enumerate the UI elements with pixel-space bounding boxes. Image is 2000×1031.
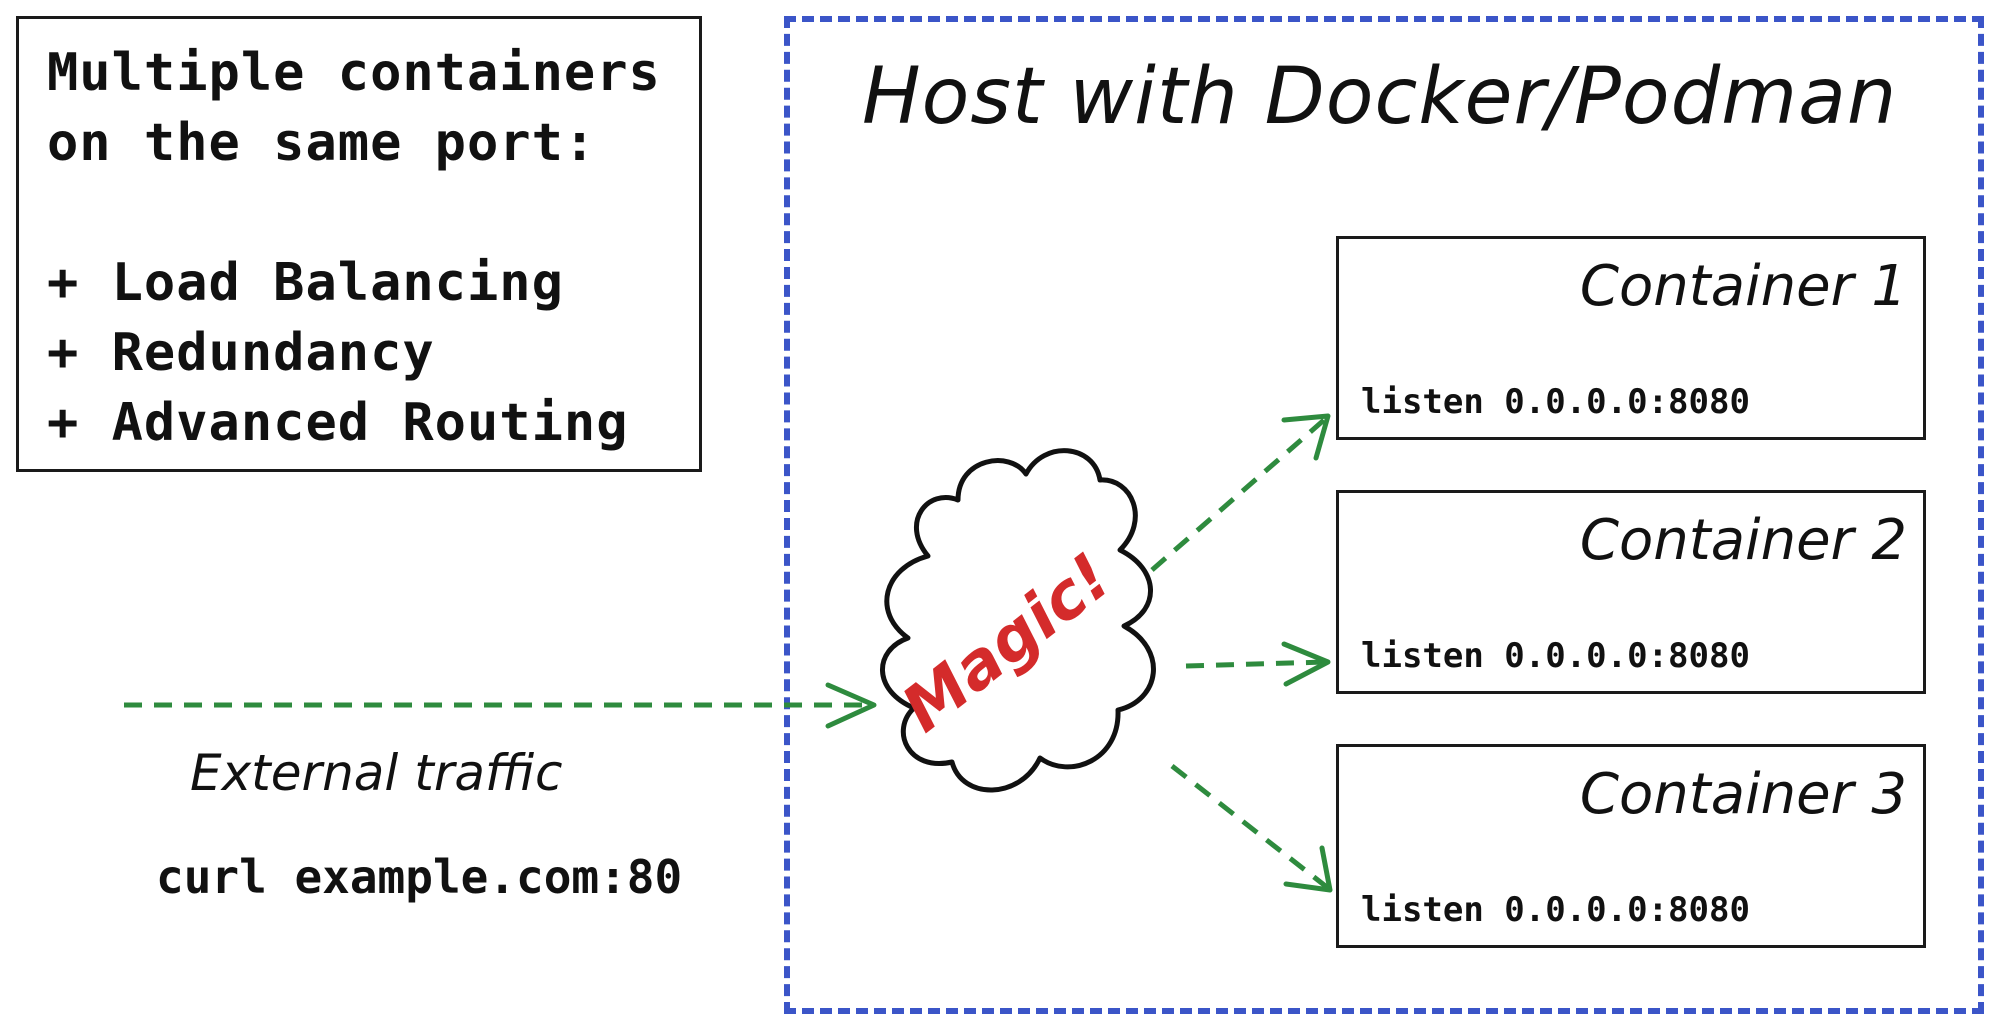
arrow-to-container-1: [1150, 418, 1326, 572]
host-frame: [784, 16, 1984, 1014]
notes-line-redundancy: + Redundancy: [47, 323, 435, 383]
incoming-arrowhead: [825, 682, 877, 729]
arrowhead-container-3: [1283, 845, 1333, 893]
notes-line-advanced-routing: + Advanced Routing: [47, 393, 629, 453]
arrowhead-container-2: [1281, 641, 1331, 687]
container-box-3: Container 3 listen 0.0.0.0:8080: [1336, 744, 1926, 948]
notes-box: Multiple containers on the same port: + …: [16, 16, 702, 472]
container-title: Container 2: [1579, 508, 1907, 573]
notes-line-1: Multiple containers: [47, 43, 661, 103]
container-box-2: Container 2 listen 0.0.0.0:8080: [1336, 490, 1926, 694]
magic-cloud-shape: [880, 448, 1156, 793]
arrow-to-container-3: [1170, 764, 1330, 890]
arrow-to-container-2: [1185, 659, 1327, 669]
arrowhead-container-1: [1281, 413, 1331, 461]
curl-command-label: curl example.com:80: [156, 850, 683, 904]
container-box-1: Container 1 listen 0.0.0.0:8080: [1336, 236, 1926, 440]
container-title: Container 3: [1579, 762, 1907, 827]
host-title: Host with Docker/Podman: [862, 52, 1898, 142]
container-listen: listen 0.0.0.0:8080: [1361, 636, 1750, 676]
container-listen: listen 0.0.0.0:8080: [1361, 382, 1750, 422]
container-title: Container 1: [1579, 254, 1907, 319]
notes-line-load-balancing: + Load Balancing: [47, 253, 564, 313]
notes-line-2: on the same port:: [47, 113, 597, 173]
container-listen: listen 0.0.0.0:8080: [1361, 890, 1750, 930]
external-traffic-label: External traffic: [190, 744, 563, 802]
